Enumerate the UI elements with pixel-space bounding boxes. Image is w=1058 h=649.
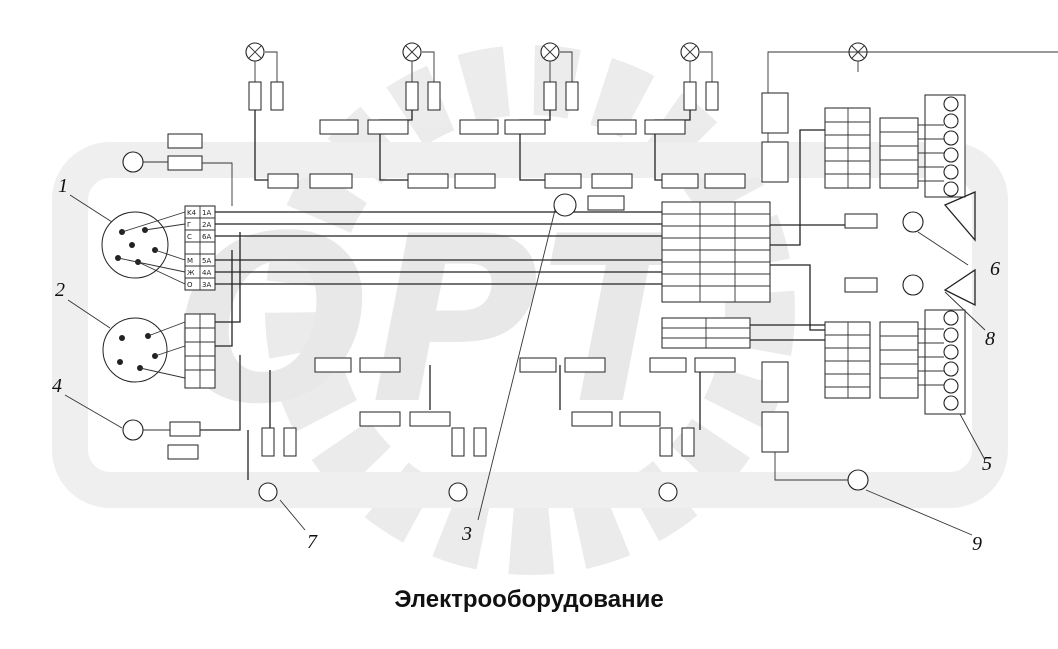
pin-label: 3A (202, 281, 211, 289)
callout-leaders (64, 194, 986, 536)
figure-caption: Электрооборудование (394, 586, 664, 613)
callout-9: 9 (972, 533, 982, 555)
pin-label: О (187, 281, 193, 289)
callout-3: 3 (461, 523, 472, 545)
callout-2: 2 (55, 279, 65, 301)
callout-8: 8 (985, 328, 995, 350)
pin-label: 5A (202, 257, 211, 265)
pin-label: 2A (202, 221, 211, 229)
pin-label: Г (187, 221, 191, 229)
round-connector-1 (101, 205, 216, 291)
sensor-icon (553, 193, 577, 217)
callout-numbers: 1 2 3 4 5 6 7 8 9 (52, 175, 1000, 555)
harness-bus (215, 129, 860, 349)
connector-1-pins: K4 1A Г 2A С 6A M 5A Ж 4A О 3A (187, 209, 211, 289)
round-connector-2 (102, 313, 216, 389)
watermark: OPT (52, 45, 1008, 575)
top-lamps (245, 42, 1058, 147)
pin-label: Ж (187, 269, 195, 277)
pin-label: 4A (202, 269, 211, 277)
svg-text:OPT: OPT (175, 188, 712, 455)
callout-6: 6 (990, 258, 1000, 280)
pin-label: M (187, 257, 193, 265)
callout-4: 4 (52, 375, 62, 397)
reflector-icon (943, 191, 976, 242)
pin-label: K4 (187, 209, 197, 217)
top-connector-row (254, 110, 746, 217)
pin-label: 6A (202, 233, 211, 241)
pin-label: С (187, 233, 192, 241)
bottom-connector-row (122, 133, 736, 502)
right-lamp-groups (761, 92, 976, 491)
callout-5: 5 (982, 453, 992, 475)
pin-label: 1A (202, 209, 211, 217)
callout-1: 1 (58, 175, 68, 197)
callout-7: 7 (307, 531, 318, 553)
